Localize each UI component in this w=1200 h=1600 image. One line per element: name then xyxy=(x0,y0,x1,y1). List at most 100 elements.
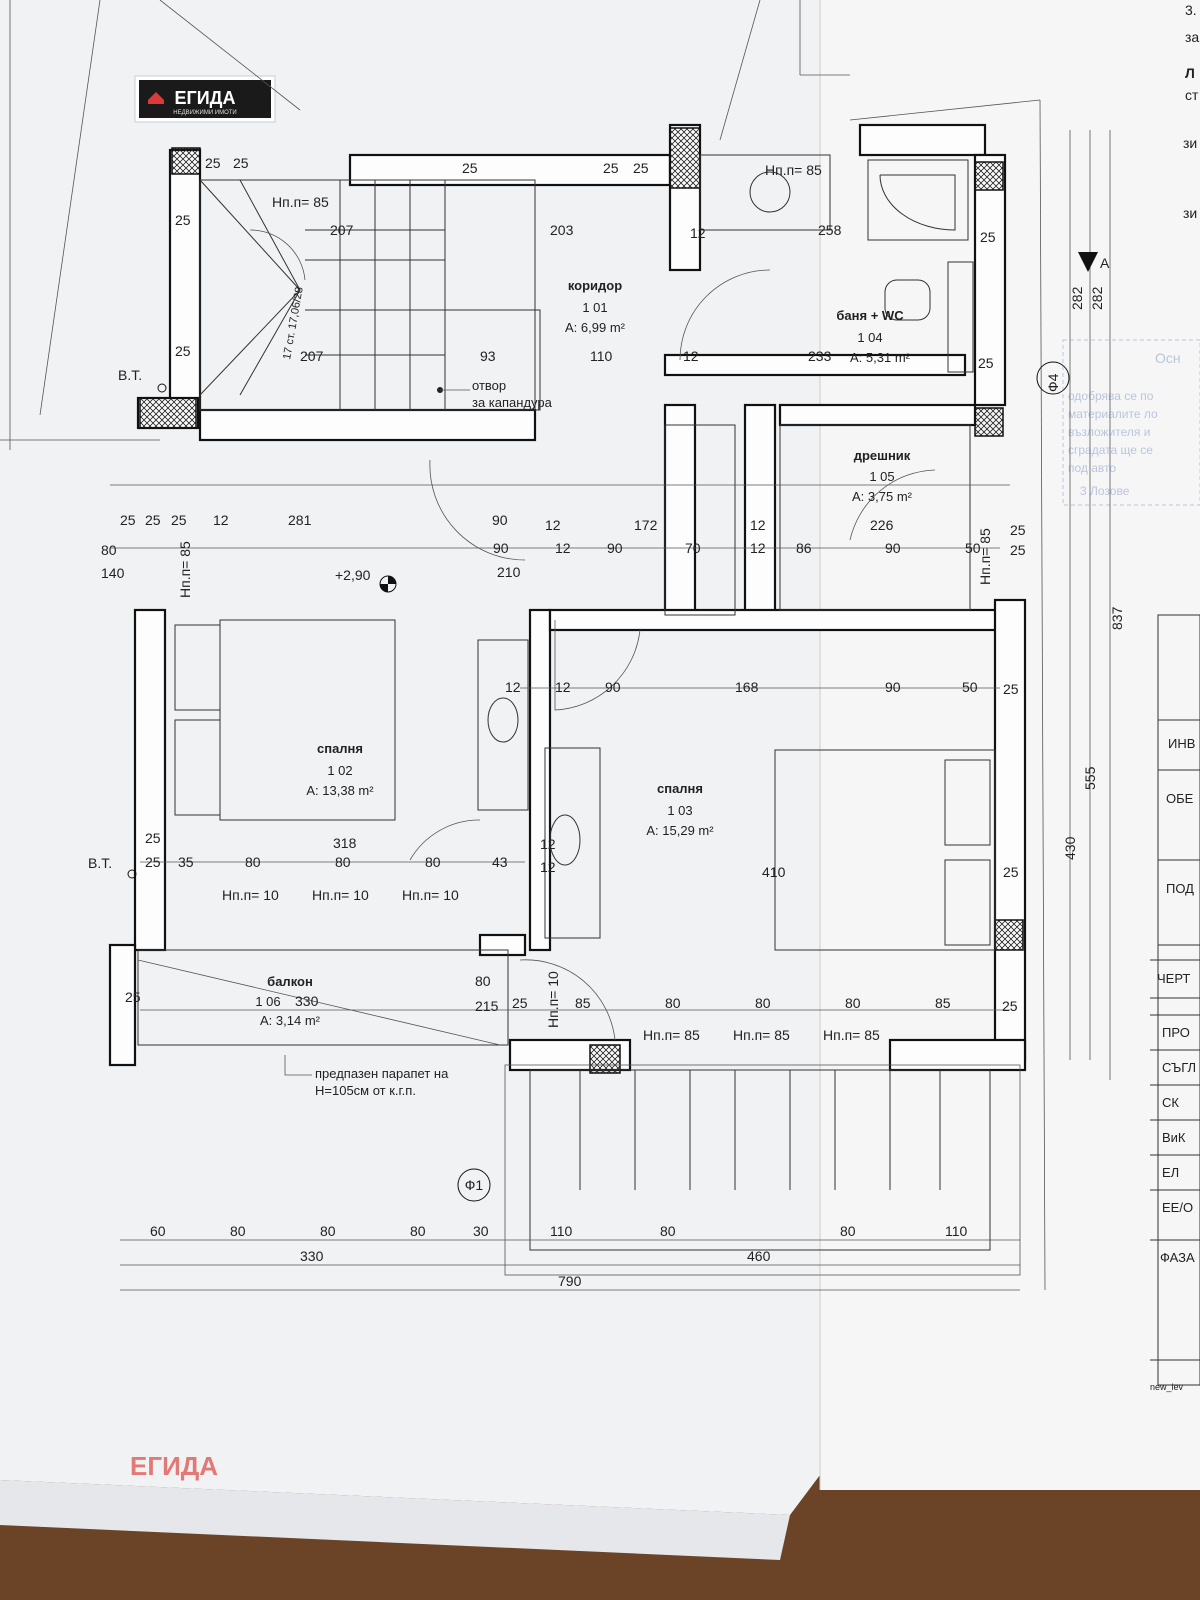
svg-text:318: 318 xyxy=(333,835,357,851)
svg-text:дрешник: дрешник xyxy=(854,448,911,463)
svg-text:215: 215 xyxy=(475,998,499,1014)
svg-text:80: 80 xyxy=(245,854,261,870)
room-balcony: балкон 1 06 A: 3,14 m² xyxy=(255,974,320,1028)
svg-text:80: 80 xyxy=(320,1223,336,1239)
svg-text:В.Т.: В.Т. xyxy=(118,367,142,383)
svg-text:Нп.п= 10: Нп.п= 10 xyxy=(402,887,459,903)
svg-text:Нп.п= 10: Нп.п= 10 xyxy=(222,887,279,903)
svg-text:12: 12 xyxy=(750,540,766,556)
svg-text:new_lev: new_lev xyxy=(1150,1382,1184,1392)
svg-text:25: 25 xyxy=(175,343,191,359)
svg-text:Нп.п= 85: Нп.п= 85 xyxy=(977,528,993,585)
notes: отвор за капандура предпазен парапет на … xyxy=(88,252,1110,1202)
svg-text:за капандура: за капандура xyxy=(472,395,553,410)
svg-text:226: 226 xyxy=(870,517,894,533)
svg-text:коридор: коридор xyxy=(568,278,622,293)
svg-text:материалите ло: материалите ло xyxy=(1068,407,1158,421)
svg-text:A: 5,31 m²: A: 5,31 m² xyxy=(850,350,911,365)
svg-text:25: 25 xyxy=(171,512,187,528)
svg-text:25: 25 xyxy=(145,830,161,846)
svg-text:12: 12 xyxy=(555,540,571,556)
svg-text:110: 110 xyxy=(590,348,613,364)
svg-text:60: 60 xyxy=(150,1223,166,1239)
svg-text:спалня: спалня xyxy=(657,781,703,796)
axis-marker-f4: Ф4 xyxy=(1036,361,1070,395)
svg-text:460: 460 xyxy=(747,1248,771,1264)
svg-text:+2,90: +2,90 xyxy=(335,567,371,583)
dimension-lines xyxy=(110,130,1111,1291)
svg-text:ВиК: ВиК xyxy=(1162,1130,1186,1145)
svg-text:25: 25 xyxy=(175,212,191,228)
svg-text:25: 25 xyxy=(512,995,528,1011)
toilet-icon xyxy=(884,279,931,321)
svg-text:Нп.п= 85: Нп.п= 85 xyxy=(272,194,329,210)
svg-text:172: 172 xyxy=(634,517,658,533)
svg-text:Нп.п= 85: Нп.п= 85 xyxy=(733,1027,790,1043)
svg-text:80: 80 xyxy=(410,1223,426,1239)
svg-text:1 06: 1 06 xyxy=(255,994,280,1009)
svg-text:3.: 3. xyxy=(1185,2,1197,18)
svg-text:ПРО: ПРО xyxy=(1162,1025,1190,1040)
svg-text:25: 25 xyxy=(205,155,221,171)
svg-text:ОБЕ: ОБЕ xyxy=(1166,791,1194,806)
svg-text:85: 85 xyxy=(575,995,591,1011)
svg-text:25: 25 xyxy=(1002,998,1018,1014)
svg-text:43: 43 xyxy=(492,854,508,870)
svg-text:В.Т.: В.Т. xyxy=(88,855,112,871)
svg-text:80: 80 xyxy=(665,995,681,1011)
svg-text:50: 50 xyxy=(962,679,978,695)
svg-text:1 03: 1 03 xyxy=(667,803,692,818)
logo-subtext: НЕДВИЖИМИ ИМОТИ xyxy=(173,110,237,116)
svg-text:90: 90 xyxy=(607,540,623,556)
svg-text:баня + WC: баня + WC xyxy=(836,308,904,323)
bathroom-fixtures xyxy=(699,154,974,373)
svg-text:25: 25 xyxy=(145,512,161,528)
svg-text:12: 12 xyxy=(690,225,706,241)
svg-text:207: 207 xyxy=(330,222,354,238)
bed-102 xyxy=(174,619,529,821)
svg-text:25: 25 xyxy=(603,160,619,176)
svg-text:предпазен парапет на: предпазен парапет на xyxy=(315,1066,449,1081)
svg-text:70: 70 xyxy=(685,540,701,556)
svg-text:25: 25 xyxy=(145,854,161,870)
svg-text:837: 837 xyxy=(1109,606,1125,630)
bed-103 xyxy=(544,747,996,951)
svg-text:80: 80 xyxy=(660,1223,676,1239)
room-bedroom-102: спалня 1 02 A: 13,38 m² xyxy=(306,741,374,798)
svg-text:282: 282 xyxy=(1069,286,1085,310)
svg-text:Нп.п= 10: Нп.п= 10 xyxy=(545,971,561,1028)
svg-text:A: A xyxy=(1100,255,1110,271)
svg-text:1 04: 1 04 xyxy=(857,330,882,345)
svg-text:отвор: отвор xyxy=(472,378,506,393)
svg-text:Нп.п= 10: Нп.п= 10 xyxy=(312,887,369,903)
svg-text:12: 12 xyxy=(555,679,571,695)
svg-text:ст: ст xyxy=(1185,87,1199,103)
svg-text:430: 430 xyxy=(1062,836,1078,860)
svg-text:H=105см от к.г.п.: H=105см от к.г.п. xyxy=(315,1083,416,1098)
svg-text:282: 282 xyxy=(1089,286,1105,310)
svg-text:зи: зи xyxy=(1183,135,1197,151)
svg-text:СК: СК xyxy=(1162,1095,1179,1110)
svg-text:12: 12 xyxy=(750,517,766,533)
svg-text:25: 25 xyxy=(978,355,994,371)
title-block: ИНВ ОБЕ ПОД ЧЕРТ ПРО СЪГЛ СК ВиК ЕЛ ЕЕ/О… xyxy=(1150,614,1200,1392)
svg-text:258: 258 xyxy=(818,222,842,238)
svg-text:85: 85 xyxy=(935,995,951,1011)
svg-text:50: 50 xyxy=(965,540,981,556)
svg-text:12: 12 xyxy=(505,679,521,695)
svg-text:330: 330 xyxy=(300,1248,324,1264)
house-icon xyxy=(148,92,164,104)
svg-text:93: 93 xyxy=(480,348,496,364)
logo-text: ЕГИДА xyxy=(175,88,236,108)
svg-text:25: 25 xyxy=(1010,522,1026,538)
svg-text:25: 25 xyxy=(980,229,996,245)
axis-marker-f1: Ф1 xyxy=(457,1168,491,1202)
corner-text: 3. за Л ст зи зи xyxy=(1183,2,1199,221)
staircase xyxy=(199,179,541,411)
svg-text:A: 13,38 m²: A: 13,38 m² xyxy=(306,783,374,798)
svg-text:Осн: Осн xyxy=(1155,350,1181,366)
svg-text:80: 80 xyxy=(840,1223,856,1239)
svg-text:207: 207 xyxy=(300,348,324,364)
svg-text:30: 30 xyxy=(473,1223,489,1239)
window-labels: Нп.п= 85 Нп.п= 85 Нп.п= 10 Нп.п= 10 Нп.п… xyxy=(177,162,993,1043)
